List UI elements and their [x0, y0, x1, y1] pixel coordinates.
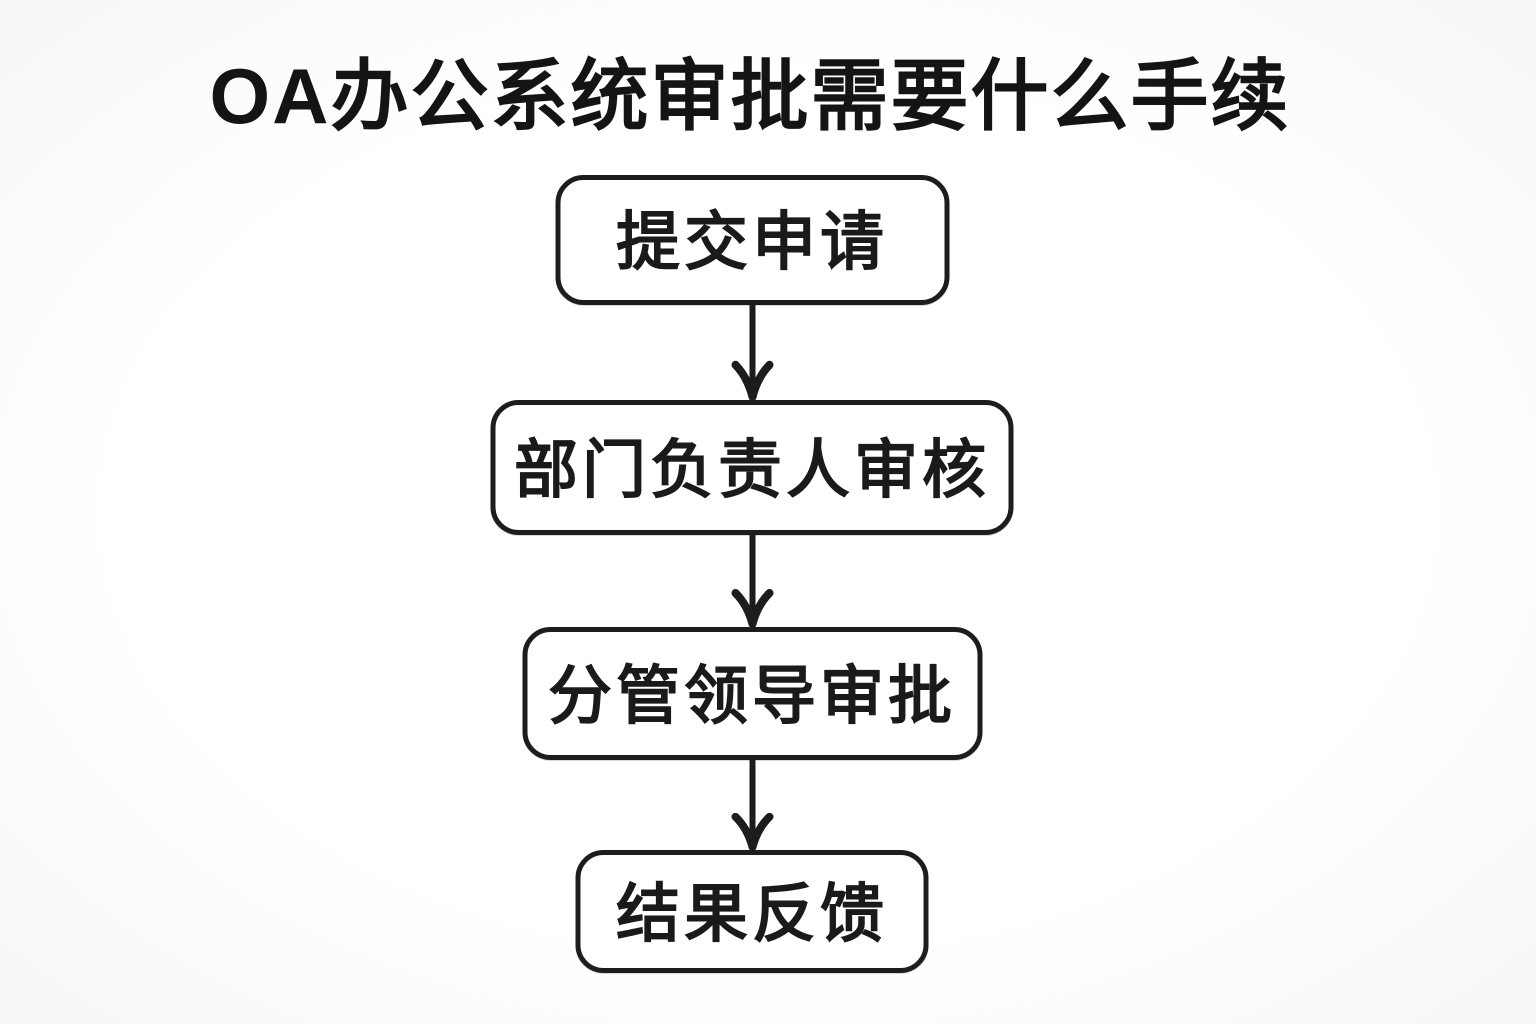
flow-step-label: 提交申请 [616, 206, 888, 278]
flowchart: 提交申请 部门负责人审核 分管领导审批 结果反馈 [490, 175, 1014, 973]
flow-step-leader-approval: 分管领导审批 [522, 627, 982, 760]
arrow-down-icon [731, 535, 773, 627]
arrow-down-icon [731, 760, 773, 850]
flow-step-result-feedback: 结果反馈 [575, 850, 929, 973]
flow-step-submit: 提交申请 [555, 175, 949, 305]
flow-step-label: 分管领导审批 [548, 659, 956, 732]
flow-step-label: 部门负责人审核 [514, 433, 990, 506]
page-title: OA办公系统审批需要什么手续 [209, 52, 1291, 140]
flow-step-department-head-review: 部门负责人审核 [490, 400, 1014, 535]
flow-step-label: 结果反馈 [616, 877, 888, 950]
arrow-down-icon [731, 305, 773, 400]
